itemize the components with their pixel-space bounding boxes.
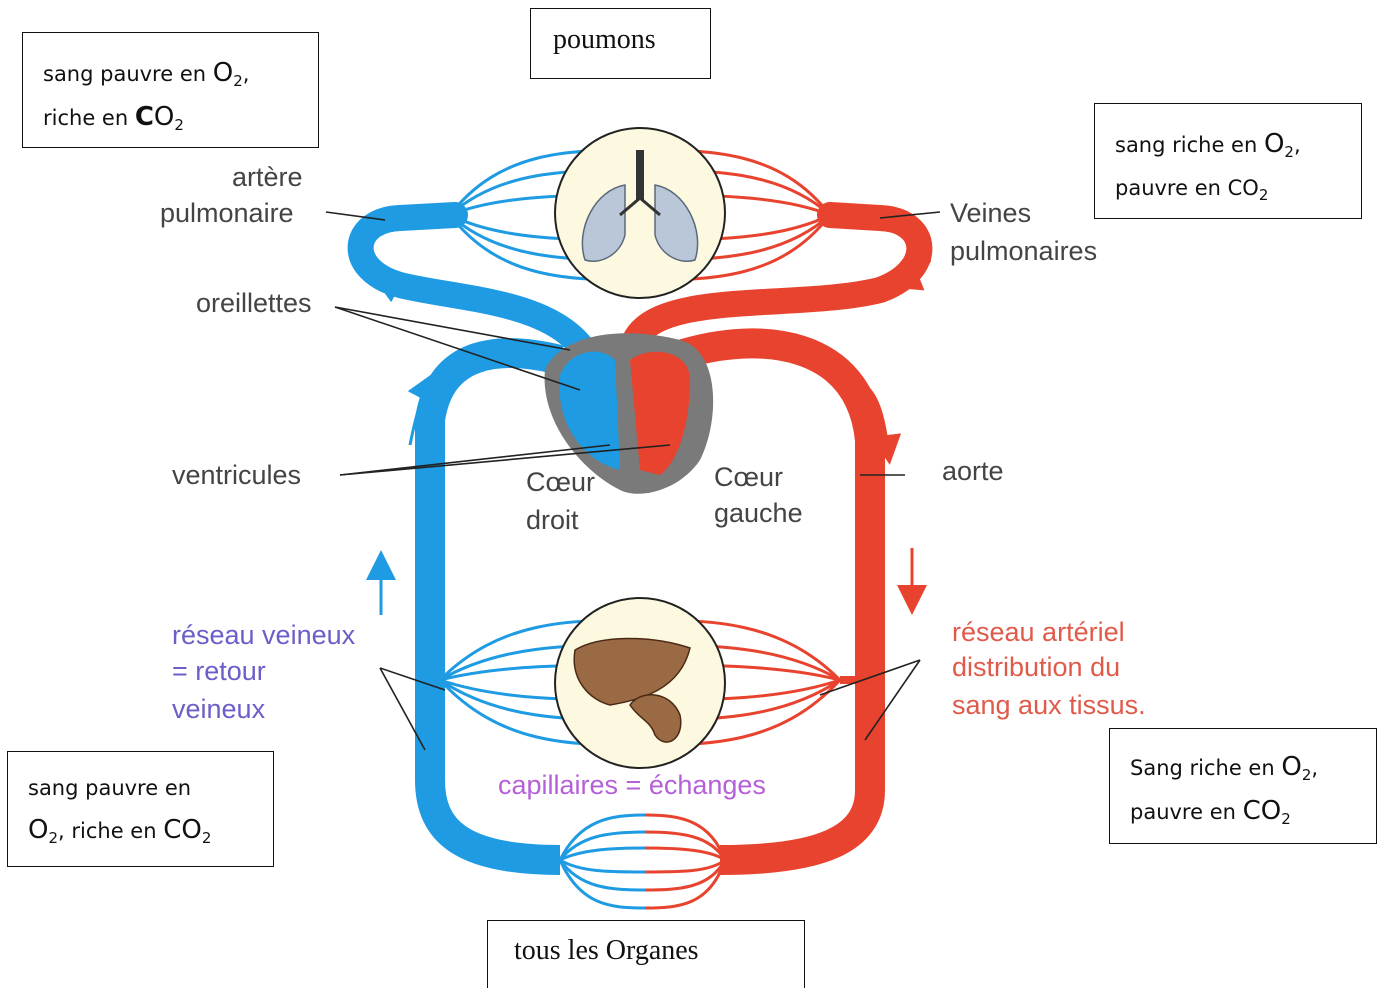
label-reseau-arteriel-1: réseau artériel <box>952 617 1125 648</box>
box-top-left: sang pauvre en O2, riche en CO2 <box>22 32 319 148</box>
label-coeur-droit-2: droit <box>526 505 579 536</box>
label-oreillettes: oreillettes <box>196 288 312 319</box>
label-artere: artère <box>232 162 303 193</box>
label-reseau-arteriel-3: sang aux tissus. <box>952 690 1146 721</box>
box-top-right: sang riche en O2, pauvre en CO2 <box>1094 103 1362 219</box>
label-veines: Veines <box>950 198 1031 229</box>
label-pulmonaire: pulmonaire <box>160 198 294 229</box>
label-ventricules: ventricules <box>172 460 301 491</box>
label-reseau-veineux-2: = retour <box>172 656 266 687</box>
label-coeur-gauche-2: gauche <box>714 498 803 529</box>
label-pulmonaires: pulmonaires <box>950 236 1097 267</box>
box-bottom-left: sang pauvre en O2, riche en CO2 <box>7 751 274 867</box>
label-capillaires: capillaires = échanges <box>498 770 766 801</box>
label-coeur-gauche-1: Cœur <box>714 462 783 493</box>
label-aorte: aorte <box>942 456 1004 487</box>
lower-capillaries <box>560 815 725 908</box>
label-reseau-veineux-1: réseau veineux <box>172 620 355 651</box>
label-reseau-veineux-3: veineux <box>172 694 265 725</box>
label-coeur-droit-1: Cœur <box>526 467 595 498</box>
box-organes: tous les Organes <box>487 920 805 988</box>
box-bottom-right: Sang riche en O2, pauvre en CO2 <box>1109 728 1377 844</box>
label-reseau-arteriel-2: distribution du <box>952 652 1120 683</box>
box-poumons: poumons <box>530 8 711 79</box>
